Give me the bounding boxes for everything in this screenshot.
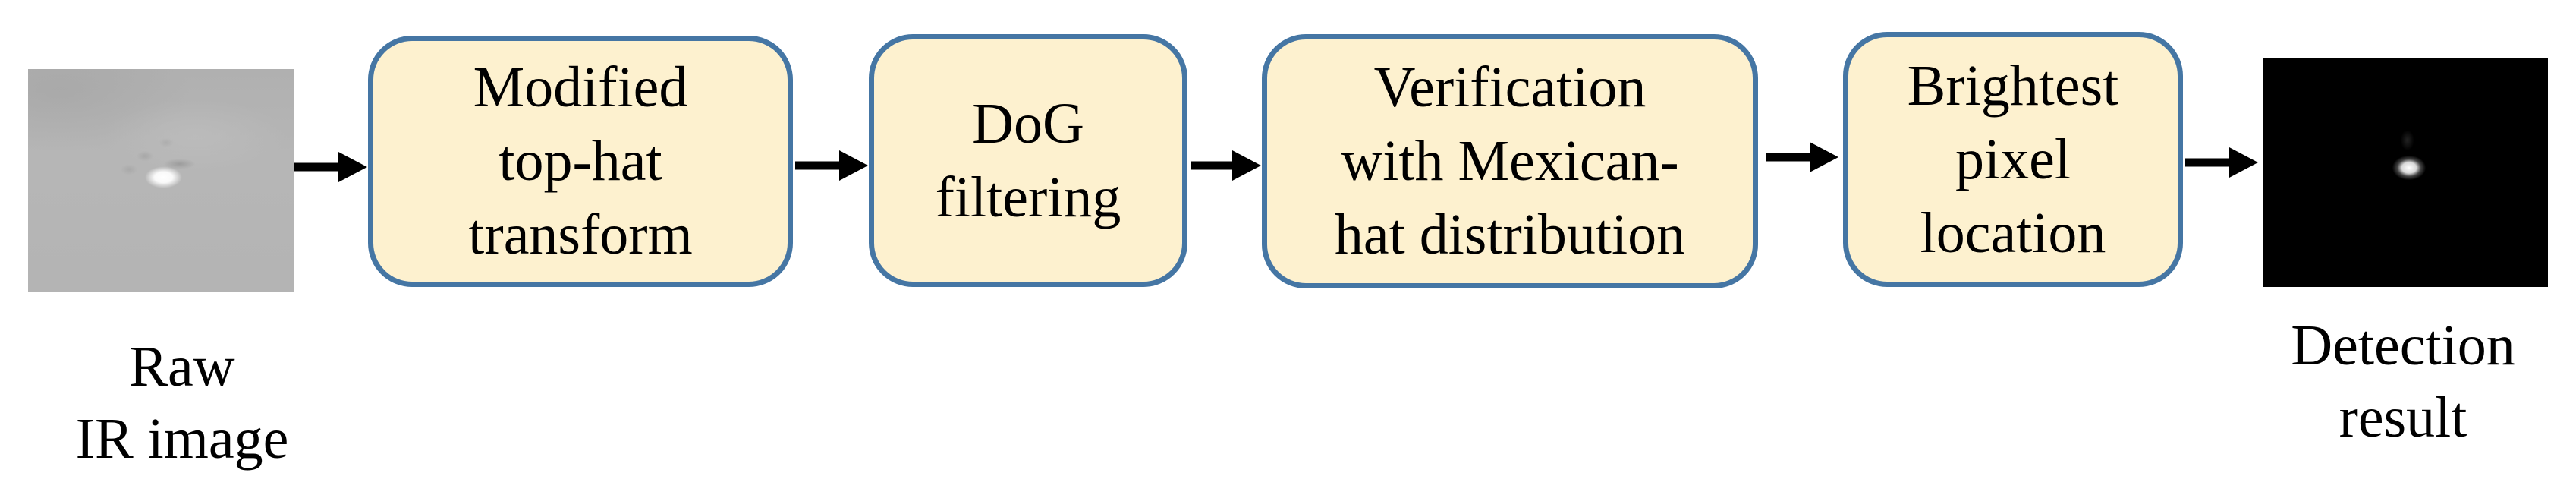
flow-arrow-icon [1191,150,1261,181]
output-caption-line: Detection [2291,314,2515,377]
step-label-line: filtering [935,165,1121,229]
input-caption-line: Raw [129,335,235,399]
step-label-line: DoG [972,91,1084,156]
step-label-line: top-hat [499,129,662,193]
step-box-dog-filtering: DoG filtering [869,34,1187,287]
step-label-line: transform [468,203,693,266]
step-label-line: Verification [1373,55,1647,119]
raw-ir-image [28,69,294,292]
step-box-brightest-pixel-location: Brightest pixel location [1843,32,2183,287]
step-label-line: with Mexican- [1341,129,1679,193]
input-caption-line: IR image [75,407,289,471]
output-caption-line: result [2339,386,2467,449]
step-label-line: hat distribution [1334,203,1686,266]
step-label-line: location [1920,200,2106,265]
flow-arrow-icon [294,152,367,182]
flow-arrow-icon [2185,147,2258,178]
output-caption: Detection result [2251,310,2555,454]
input-caption: Raw IR image [30,331,334,475]
step-label-line: Brightest [1907,53,2119,118]
step-box-modified-top-hat-transform: Modified top-hat transform [368,36,793,287]
flow-arrow-icon [795,150,868,181]
flow-arrow-icon [1766,142,1838,172]
step-label-line: Modified [473,55,688,119]
step-box-verification-mexican-hat: Verification with Mexican- hat distribut… [1262,34,1758,288]
step-label-line: pixel [1955,127,2071,191]
detection-result-image [2263,58,2548,287]
